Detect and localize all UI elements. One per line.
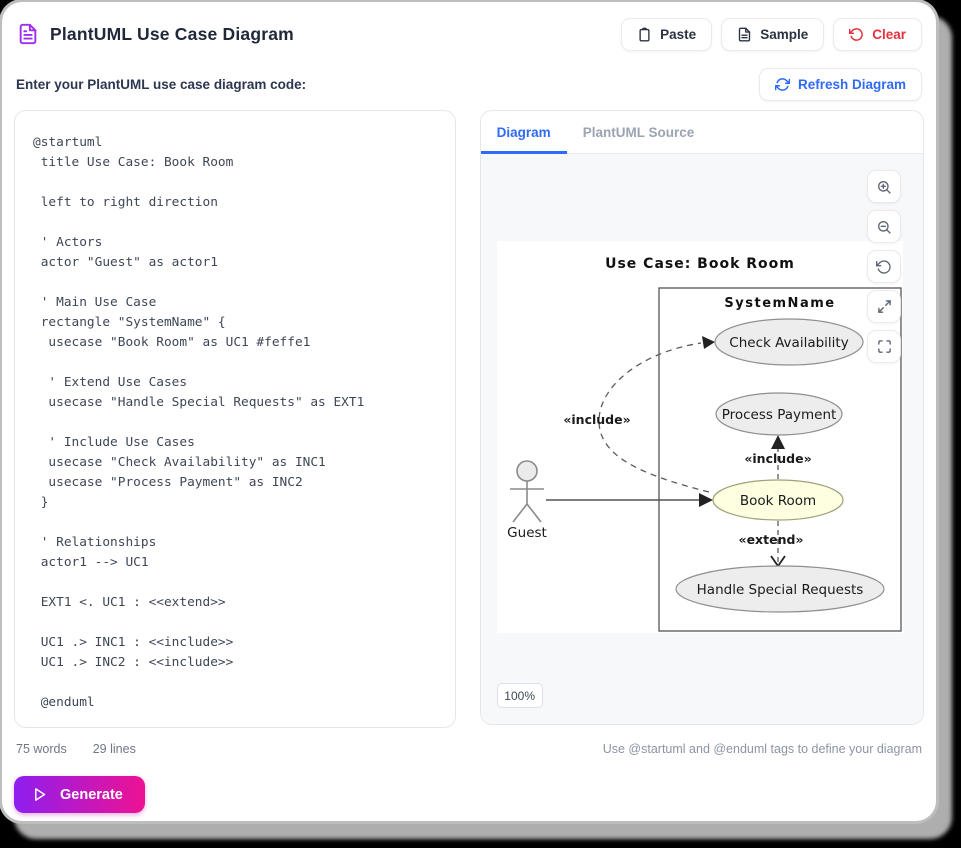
- extend-label: «extend»: [738, 532, 803, 547]
- code-editor[interactable]: @startuml title Use Case: Book Room left…: [14, 110, 456, 728]
- actor-guest: [509, 460, 544, 523]
- include-left-label: «include»: [563, 412, 630, 427]
- header: PlantUML Use Case Diagram Paste Sample: [14, 14, 924, 54]
- code-line: [33, 413, 437, 433]
- code-line: ' Extend Use Cases: [33, 375, 188, 390]
- code-line: [33, 353, 437, 373]
- paste-button[interactable]: Paste: [621, 17, 713, 51]
- code-line: [33, 613, 437, 633]
- play-icon: [35, 788, 46, 801]
- code-line: usecase "Process Payment" as INC2: [33, 475, 303, 490]
- line-count: 29 lines: [92, 742, 136, 756]
- rendered-diagram[interactable]: Use Case: Book Room SystemName «include»…: [496, 241, 903, 633]
- tab-diagram[interactable]: Diagram: [480, 111, 567, 154]
- usecase-book-label: Book Room: [739, 493, 815, 509]
- usecase-handle-requests: [675, 565, 885, 613]
- clear-button[interactable]: Clear: [833, 17, 922, 51]
- code-line: rectangle "SystemName" {: [33, 315, 226, 330]
- code-line: ' Actors: [33, 235, 103, 250]
- reset-view-button[interactable]: [867, 250, 901, 283]
- refresh-label: Refresh Diagram: [797, 76, 906, 92]
- clear-label: Clear: [872, 26, 906, 42]
- zoom-in-icon: [878, 180, 891, 194]
- editor-label: Enter your PlantUML use case diagram cod…: [16, 76, 307, 92]
- system-name: SystemName: [724, 296, 835, 311]
- usecase-payment-label: Process Payment: [721, 407, 836, 423]
- file-text-icon: [739, 27, 751, 41]
- generate-button[interactable]: Generate: [14, 776, 145, 813]
- code-line: [33, 673, 437, 693]
- refresh-diagram-button[interactable]: Refresh Diagram: [758, 67, 922, 101]
- code-line: }: [33, 495, 49, 510]
- app-window: PlantUML Use Case Diagram Paste Sample: [2, 2, 936, 821]
- usecase-book-room: [712, 479, 844, 521]
- include-mid-label: «include»: [744, 451, 811, 466]
- preview-panel: Diagram PlantUML Source: [479, 110, 924, 725]
- fullscreen-button[interactable]: [867, 330, 901, 363]
- code-line: EXT1 <. UC1 : <<extend>>: [33, 595, 226, 610]
- clipboard-icon: [639, 27, 650, 41]
- tab-bar: Diagram PlantUML Source: [480, 111, 923, 154]
- usecase-check-label: Check Availability: [729, 335, 848, 351]
- app-file-icon: [16, 22, 40, 46]
- code-line: title Use Case: Book Room: [33, 155, 234, 170]
- code-line: [33, 273, 437, 293]
- diagram-title: Use Case: Book Room: [605, 256, 795, 272]
- usecase-check-availability: [714, 318, 864, 366]
- diagram-canvas[interactable]: Use Case: Book Room SystemName «include»…: [480, 154, 923, 724]
- usecase-process-payment: [715, 392, 843, 436]
- code-line: [33, 213, 437, 233]
- stats-row: 75 words 29 lines Use @startuml and @end…: [14, 742, 924, 756]
- page-title: PlantUML Use Case Diagram: [50, 23, 294, 44]
- expand-button[interactable]: [867, 290, 901, 323]
- code-line: actor1 --> UC1: [33, 555, 149, 570]
- subheader: Enter your PlantUML use case diagram cod…: [14, 67, 924, 101]
- code-line: ' Include Use Cases: [33, 435, 195, 450]
- fullscreen-brackets-icon: [877, 340, 891, 353]
- code-line: UC1 .> INC2 : <<include>>: [33, 655, 234, 670]
- code-line: [33, 513, 437, 533]
- code-line: ' Main Use Case: [33, 295, 157, 310]
- actor-label: Guest: [507, 525, 547, 541]
- zoom-level-badge[interactable]: 100%: [496, 683, 543, 708]
- rotate-ccw-icon: [849, 27, 864, 41]
- code-line: UC1 .> INC1 : <<include>>: [33, 635, 234, 650]
- include-up-arrowhead: [770, 435, 785, 449]
- code-line: usecase "Handle Special Requests" as EXT…: [33, 395, 365, 410]
- include-curve: [598, 342, 709, 493]
- usecase-handle-label: Handle Special Requests: [696, 582, 863, 598]
- association-arrowhead: [698, 493, 713, 507]
- include-curve-arrowhead: [701, 336, 715, 349]
- code-line: @startuml: [33, 135, 103, 150]
- editor-hint: Use @startuml and @enduml tags to define…: [602, 742, 922, 756]
- code-line: left to right direction: [33, 195, 218, 210]
- code-line: [33, 173, 437, 193]
- zoom-out-button[interactable]: [867, 210, 901, 243]
- code-line: actor "Guest" as actor1: [33, 255, 218, 270]
- refresh-icon: [774, 77, 790, 91]
- zoom-out-icon: [878, 220, 891, 234]
- code-line: @enduml: [33, 695, 95, 710]
- sample-button[interactable]: Sample: [721, 17, 825, 51]
- paste-label: Paste: [660, 26, 697, 42]
- generate-label: Generate: [60, 786, 123, 803]
- reset-rotate-icon: [876, 259, 891, 274]
- expand-arrows-icon: [877, 300, 891, 313]
- word-count: 75 words: [16, 742, 67, 756]
- code-line: [33, 573, 437, 593]
- tab-plantuml-source[interactable]: PlantUML Source: [582, 124, 695, 140]
- code-line: usecase "Check Availability" as INC1: [33, 455, 326, 470]
- zoom-in-button[interactable]: [867, 170, 901, 203]
- code-line: ' Relationships: [33, 535, 157, 550]
- sample-label: Sample: [760, 26, 809, 42]
- code-line: usecase "Book Room" as UC1 #feffe1: [33, 335, 311, 350]
